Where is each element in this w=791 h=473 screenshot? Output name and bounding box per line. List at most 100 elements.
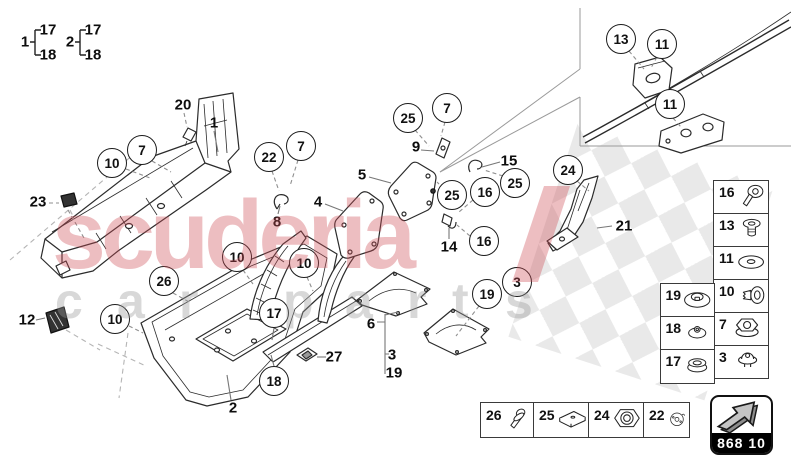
- floor-mat-left: [356, 271, 431, 317]
- cell-number: 11: [719, 250, 734, 267]
- part-label-4: 4: [313, 193, 323, 211]
- part-label-23: 23: [29, 193, 47, 211]
- balloon-19[interactable]: 19: [472, 279, 502, 309]
- balloon-24[interactable]: 24: [553, 155, 583, 185]
- bracket-9: [435, 137, 451, 159]
- part-label-20: 20: [174, 96, 192, 114]
- insulation-pad-12: [45, 306, 70, 334]
- next-section-arrow-icon: [716, 401, 759, 434]
- part-label-5: 5: [357, 166, 367, 184]
- parts-table-cell-11[interactable]: 11: [713, 246, 769, 281]
- parts-table-cell-17[interactable]: 17: [659, 349, 715, 384]
- fastener-table-right-column: 16 13 11 10 7: [713, 180, 769, 380]
- balloon-25[interactable]: 25: [393, 103, 423, 133]
- cell-number: 17: [665, 353, 682, 370]
- balloon-7[interactable]: 7: [127, 135, 157, 165]
- balloon-10[interactable]: 10: [100, 304, 130, 334]
- part-label-2: 2: [228, 399, 238, 417]
- stud-icon: [742, 219, 761, 237]
- balloon-26[interactable]: 26: [149, 266, 179, 296]
- cell-number: 18: [665, 320, 682, 337]
- hardware-strip-cell-22[interactable]: 22: [643, 402, 690, 438]
- tunnel-console-part: [40, 92, 240, 279]
- part-label-6: 6: [366, 315, 376, 333]
- bolt-icon: [509, 408, 525, 429]
- parts-table-cell-16[interactable]: 16: [713, 180, 769, 215]
- part-label-14: 14: [440, 238, 458, 256]
- balloon-3[interactable]: 3: [502, 267, 532, 297]
- hardware-strip-cell-25[interactable]: 25: [533, 402, 590, 438]
- cell-number: 26: [486, 407, 502, 423]
- balloon-11[interactable]: 11: [647, 29, 677, 59]
- section-code: 868 10: [712, 433, 771, 453]
- cell-number: 3: [719, 349, 727, 366]
- shims-icon: [558, 411, 586, 428]
- cell-number: 22: [649, 407, 665, 423]
- parts-table-cell-7[interactable]: 7: [713, 312, 769, 347]
- parts-table-cell-18[interactable]: 18: [659, 316, 715, 351]
- part-label-6-sub-19: 19: [385, 364, 403, 382]
- part-label-1: 1: [209, 114, 219, 132]
- cell-number: 7: [719, 316, 727, 333]
- balloon-10[interactable]: 10: [97, 148, 127, 178]
- support-bracket-21: [546, 175, 599, 252]
- balloon-10[interactable]: 10: [289, 248, 319, 278]
- balloon-16[interactable]: 16: [469, 226, 499, 256]
- cell-number: 24: [594, 407, 610, 423]
- legend-2-item-18: 18: [84, 46, 102, 64]
- hex-nut-icon: [613, 409, 640, 428]
- balloon-22[interactable]: 22: [254, 142, 284, 172]
- cell-number: 10: [719, 283, 735, 300]
- access-cover-5: [387, 161, 437, 222]
- cell-number: 19: [665, 287, 682, 304]
- balloon-13[interactable]: 13: [606, 24, 636, 54]
- clip-20: [182, 127, 197, 147]
- parts-table-cell-19[interactable]: 19: [659, 283, 715, 318]
- part-label-15: 15: [500, 152, 518, 170]
- rivet-icon: [742, 286, 764, 305]
- balloon-17[interactable]: 17: [259, 298, 289, 328]
- balloon-25[interactable]: 25: [500, 168, 530, 198]
- cell-number: 25: [539, 407, 555, 423]
- fastener-table-left-column: 19 18 17: [659, 283, 715, 384]
- balloon-10[interactable]: 10: [222, 242, 252, 272]
- hook-15: [468, 159, 483, 173]
- parts-table-cell-13[interactable]: 13: [713, 213, 769, 248]
- legend-1-item-18: 18: [39, 46, 57, 64]
- balloon-11[interactable]: 11: [655, 89, 685, 119]
- floor-panel-part: [140, 235, 363, 407]
- part-label-27: 27: [325, 348, 343, 366]
- parts-table-cell-10[interactable]: 10: [713, 279, 769, 314]
- dashed-leader-lines: [49, 50, 682, 337]
- legend-group-1: 1: [20, 33, 30, 51]
- part-label-6-sub-3: 3: [387, 346, 397, 364]
- parts-table-cell-3[interactable]: 3: [713, 345, 769, 380]
- round-nut-icon: [687, 358, 708, 373]
- legend-brackets: [30, 29, 86, 56]
- push-clip-icon: [737, 352, 757, 368]
- hardware-strip-cell-26[interactable]: 26: [480, 402, 535, 438]
- part-label-12: 12: [18, 311, 36, 329]
- balloon-18[interactable]: 18: [259, 366, 289, 396]
- access-cover-4: [334, 191, 384, 259]
- part-label-9: 9: [411, 138, 421, 156]
- section-code-box[interactable]: 868 10: [710, 395, 773, 455]
- clip-14: [441, 213, 457, 229]
- balloon-16[interactable]: 16: [470, 177, 500, 207]
- balloon-7[interactable]: 7: [432, 93, 462, 123]
- legend-1-item-17: 17: [39, 21, 57, 39]
- floor-mat-right: [423, 308, 490, 356]
- balloon-7[interactable]: 7: [286, 131, 316, 161]
- hardware-strip-cell-24[interactable]: 24: [588, 402, 645, 438]
- legend-2-item-17: 17: [84, 21, 102, 39]
- balloon-25[interactable]: 25: [437, 180, 467, 210]
- screw-washer-icon: [688, 326, 707, 339]
- clip-27: [296, 347, 318, 362]
- part-label-8: 8: [272, 213, 282, 231]
- flange-nut-icon: [735, 318, 759, 338]
- washer-icon: [738, 255, 764, 269]
- cell-number: 16: [719, 184, 735, 201]
- legend-group-2: 2: [65, 33, 75, 51]
